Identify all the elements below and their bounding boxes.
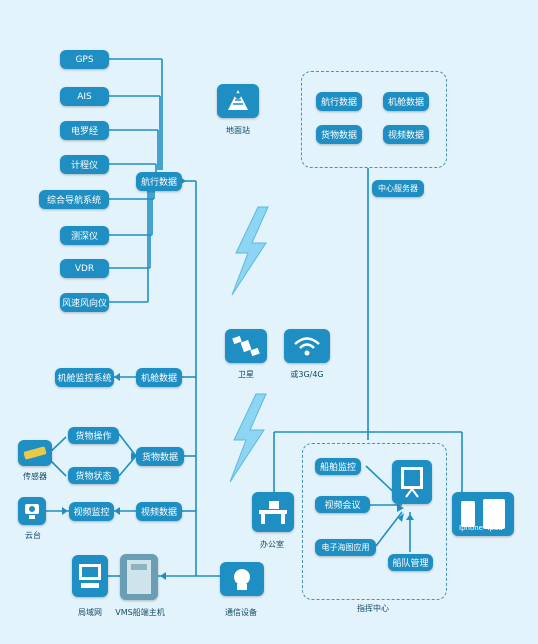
wireless-lightning-icon [231, 206, 269, 296]
log-box: 计程仪 [60, 155, 109, 174]
video-conference-box: 视频会议 [315, 496, 370, 513]
vms-host-label: VMS船端主机 [115, 608, 165, 617]
gps-box: GPS [60, 50, 109, 69]
satellite-icon [225, 329, 267, 363]
lan-label: 局域网 [78, 608, 102, 617]
command-display-icon [392, 460, 432, 504]
mobile-devices-icon [452, 492, 514, 536]
command-center-group [302, 443, 447, 600]
video-data-box: 视频数据 [136, 502, 182, 521]
iphone-label: Iphone [459, 524, 483, 532]
comm-device-icon [220, 562, 264, 596]
wifi-icon [284, 329, 330, 363]
ship-monitor-box: 船舶监控 [315, 458, 361, 475]
vdr-box: VDR [60, 259, 109, 278]
cargo-data-box: 货物数据 [136, 447, 184, 466]
sensor-label: 传感器 [23, 472, 47, 481]
command-center-label: 指挥中心 [357, 604, 389, 613]
office-icon [252, 492, 294, 532]
ais-box: AIS [60, 87, 109, 106]
vms-host-icon [120, 554, 158, 600]
video-monitor-box: 视频监控 [69, 502, 114, 521]
engine-monitor-box: 机舱监控系统 [55, 368, 114, 387]
nav-data-hub: 航行数据 [136, 172, 182, 191]
lan-computer-icon [72, 555, 108, 597]
comm-device-label: 通信设备 [225, 608, 257, 617]
sensor-icon [18, 440, 52, 466]
wireless-lightning-icon-2 [229, 393, 267, 483]
cargo-ops-box: 货物操作 [68, 427, 119, 444]
office-label: 办公室 [260, 540, 284, 549]
satellite-label: 卫星 [238, 370, 254, 379]
gyrocompass-box: 电罗经 [60, 121, 109, 140]
anemometer-box: 风速风向仪 [60, 293, 109, 312]
ptz-label: 云台 [25, 531, 41, 540]
fleet-management-box: 船队管理 [388, 554, 433, 571]
center-server-box: 中心服务器 [372, 180, 424, 197]
ipad-label: Ipad [487, 524, 503, 532]
server-video-data: 视频数据 [383, 125, 429, 144]
ground-station-icon [217, 84, 259, 118]
server-group [301, 71, 447, 168]
cargo-status-box: 货物状态 [68, 467, 119, 484]
integrated-nav-box: 综合导航系统 [39, 190, 109, 209]
ptz-camera-icon [18, 497, 46, 525]
depth-sounder-box: 测深仪 [60, 226, 109, 245]
e-chart-box: 电子海图应用 [315, 539, 376, 556]
server-nav-data: 航行数据 [316, 92, 362, 111]
cellular-label: 或3G/4G [290, 370, 324, 379]
server-engine-data: 机舱数据 [383, 92, 429, 111]
engine-data-box: 机舱数据 [136, 368, 182, 387]
server-cargo-data: 货物数据 [316, 125, 362, 144]
ground-station-label: 地面站 [226, 126, 250, 135]
